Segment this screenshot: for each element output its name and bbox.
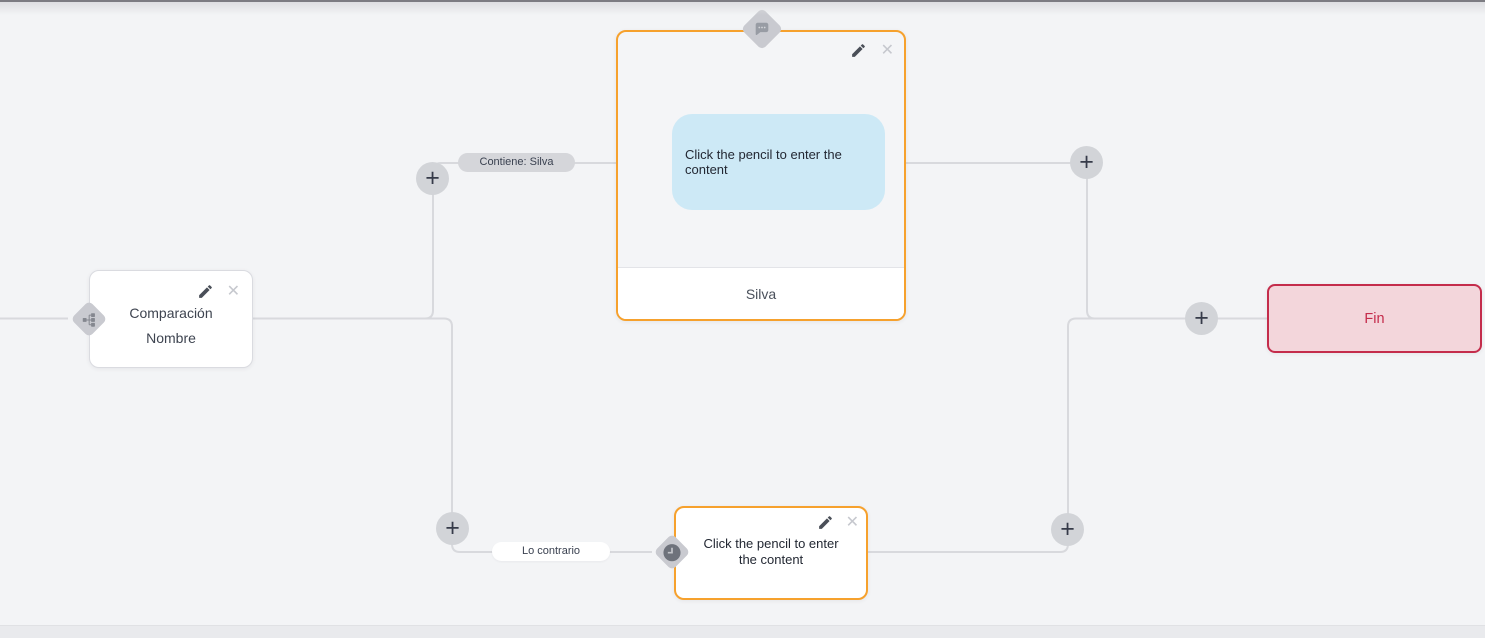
message-footer: Silva <box>618 267 904 319</box>
condition-node-handle[interactable] <box>70 300 108 338</box>
close-icon[interactable]: ✕ <box>845 513 859 531</box>
edge-label-otherwise[interactable]: Lo contrario <box>492 542 610 561</box>
wire-message-to-end <box>906 162 1267 320</box>
message-bubble-text: Click the pencil to enter the content <box>685 146 842 178</box>
goto-node-text: Click the pencil to enter the content <box>703 536 839 567</box>
end-node[interactable]: Fin <box>1267 284 1482 353</box>
goto-node[interactable]: ✕ Click the pencil to enter the content <box>674 506 868 600</box>
branch-icon <box>82 312 97 327</box>
canvas-top-shadow <box>0 2 1485 15</box>
end-node-label: Fin <box>1364 310 1385 327</box>
add-node-button-end[interactable]: + <box>1185 302 1218 335</box>
add-node-button-top-right[interactable]: + <box>1070 146 1103 179</box>
add-node-button-top-left[interactable]: + <box>416 162 449 195</box>
message-footer-label: Silva <box>745 285 777 302</box>
canvas-top-edge <box>0 0 1485 2</box>
close-icon[interactable]: ✕ <box>226 282 240 300</box>
goto-node-handle[interactable] <box>653 533 691 571</box>
condition-title-line2: Nombre <box>146 330 196 346</box>
condition-node[interactable]: ✕ Comparación Nombre <box>89 270 253 368</box>
message-bubble: Click the pencil to enter the content <box>672 114 885 210</box>
add-node-button-bottom-right[interactable]: + <box>1051 513 1084 546</box>
canvas-bottom-edge <box>0 625 1485 638</box>
clock-icon <box>663 543 682 562</box>
chat-bubble-icon <box>753 20 771 38</box>
edit-pencil-icon[interactable] <box>197 283 214 300</box>
message-node-handle[interactable] <box>740 7 784 51</box>
edit-pencil-icon[interactable] <box>817 514 834 531</box>
close-icon[interactable]: ✕ <box>880 41 894 59</box>
message-node[interactable]: ✕ Click the pencil to enter the content … <box>616 30 906 321</box>
edge-label-contains[interactable]: Contiene: Silva <box>458 153 575 172</box>
condition-title-line1: Comparación <box>129 305 213 321</box>
wire-goto-to-end <box>868 317 1267 553</box>
add-node-button-bottom-left[interactable]: + <box>436 512 469 545</box>
edit-pencil-icon[interactable] <box>850 42 867 59</box>
wire-condition-to-goto <box>253 317 652 553</box>
